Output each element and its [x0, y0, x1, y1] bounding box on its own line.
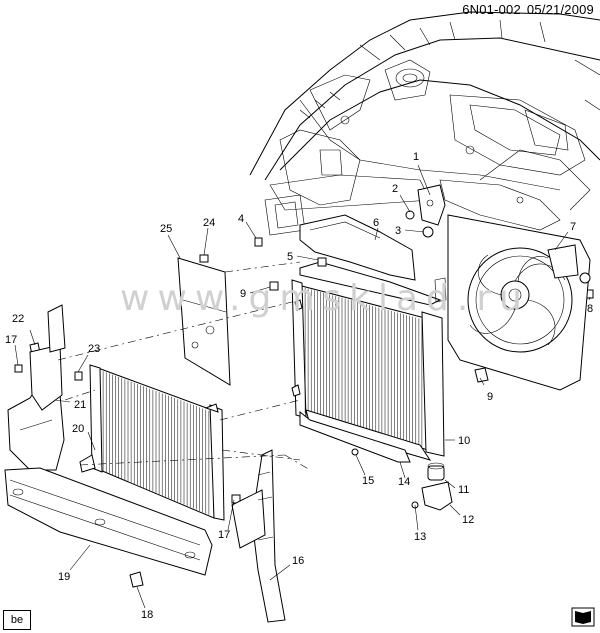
callout-1: 1: [413, 151, 419, 163]
cooling-fan-assembly: [434, 214, 591, 391]
callout-2: 2: [392, 183, 398, 195]
callout-4: 4: [238, 213, 244, 225]
left-air-baffle-upper: [177, 257, 231, 386]
radiator: [291, 279, 445, 461]
callout-3: 3: [395, 225, 401, 237]
upper-air-deflector: [299, 214, 416, 281]
callout-7: 7: [570, 221, 576, 233]
front-impact-bar: [4, 467, 213, 576]
leader-lines: [14, 164, 591, 609]
callout-25: 25: [160, 223, 172, 235]
radiator-lower-baffle: [299, 410, 411, 463]
callout-8: 8: [587, 303, 593, 315]
callout-9-left: 9: [240, 288, 246, 300]
callout-16: 16: [292, 555, 304, 567]
callout-24: 24: [203, 217, 215, 229]
callout-20: 20: [72, 423, 84, 435]
callout-6: 6: [373, 217, 379, 229]
callout-17-left: 17: [5, 334, 17, 346]
vehicle-body-structure: [249, 11, 600, 236]
callout-19: 19: [58, 571, 70, 583]
diagram-date: 05/21/2009: [526, 2, 594, 17]
callout-13: 13: [414, 531, 426, 543]
callouts: 1 2 3 4 5 6 7 8 9 9 9 10 11 12 13 14 15 …: [5, 151, 593, 621]
region-badge: be: [3, 610, 31, 630]
callout-17-center: 17: [218, 529, 230, 541]
callout-10: 10: [458, 435, 470, 447]
callout-5: 5: [287, 251, 293, 263]
left-side-air-baffle: [7, 304, 66, 471]
callout-23: 23: [88, 343, 100, 355]
radiator-insulator: [427, 462, 445, 481]
callout-22: 22: [12, 313, 24, 325]
fasteners: [14, 210, 594, 588]
callout-12: 12: [462, 514, 474, 526]
condenser: [79, 364, 225, 521]
lower-bracket: [421, 481, 453, 511]
callout-11: 11: [458, 484, 469, 496]
callout-21: 21: [74, 399, 86, 411]
book-icon: [571, 607, 595, 627]
callout-15: 15: [362, 475, 374, 487]
callout-9-fan: 9: [487, 391, 493, 403]
diagram-code: 6N01-002: [462, 2, 521, 17]
right-side-air-baffle: [231, 449, 286, 623]
callout-14: 14: [398, 476, 410, 488]
diagram-header: 6N01-002 05/21/2009: [456, 2, 594, 17]
alignment-lines: [57, 261, 311, 471]
callout-18: 18: [141, 609, 153, 621]
radiator-bracket: [417, 184, 446, 226]
